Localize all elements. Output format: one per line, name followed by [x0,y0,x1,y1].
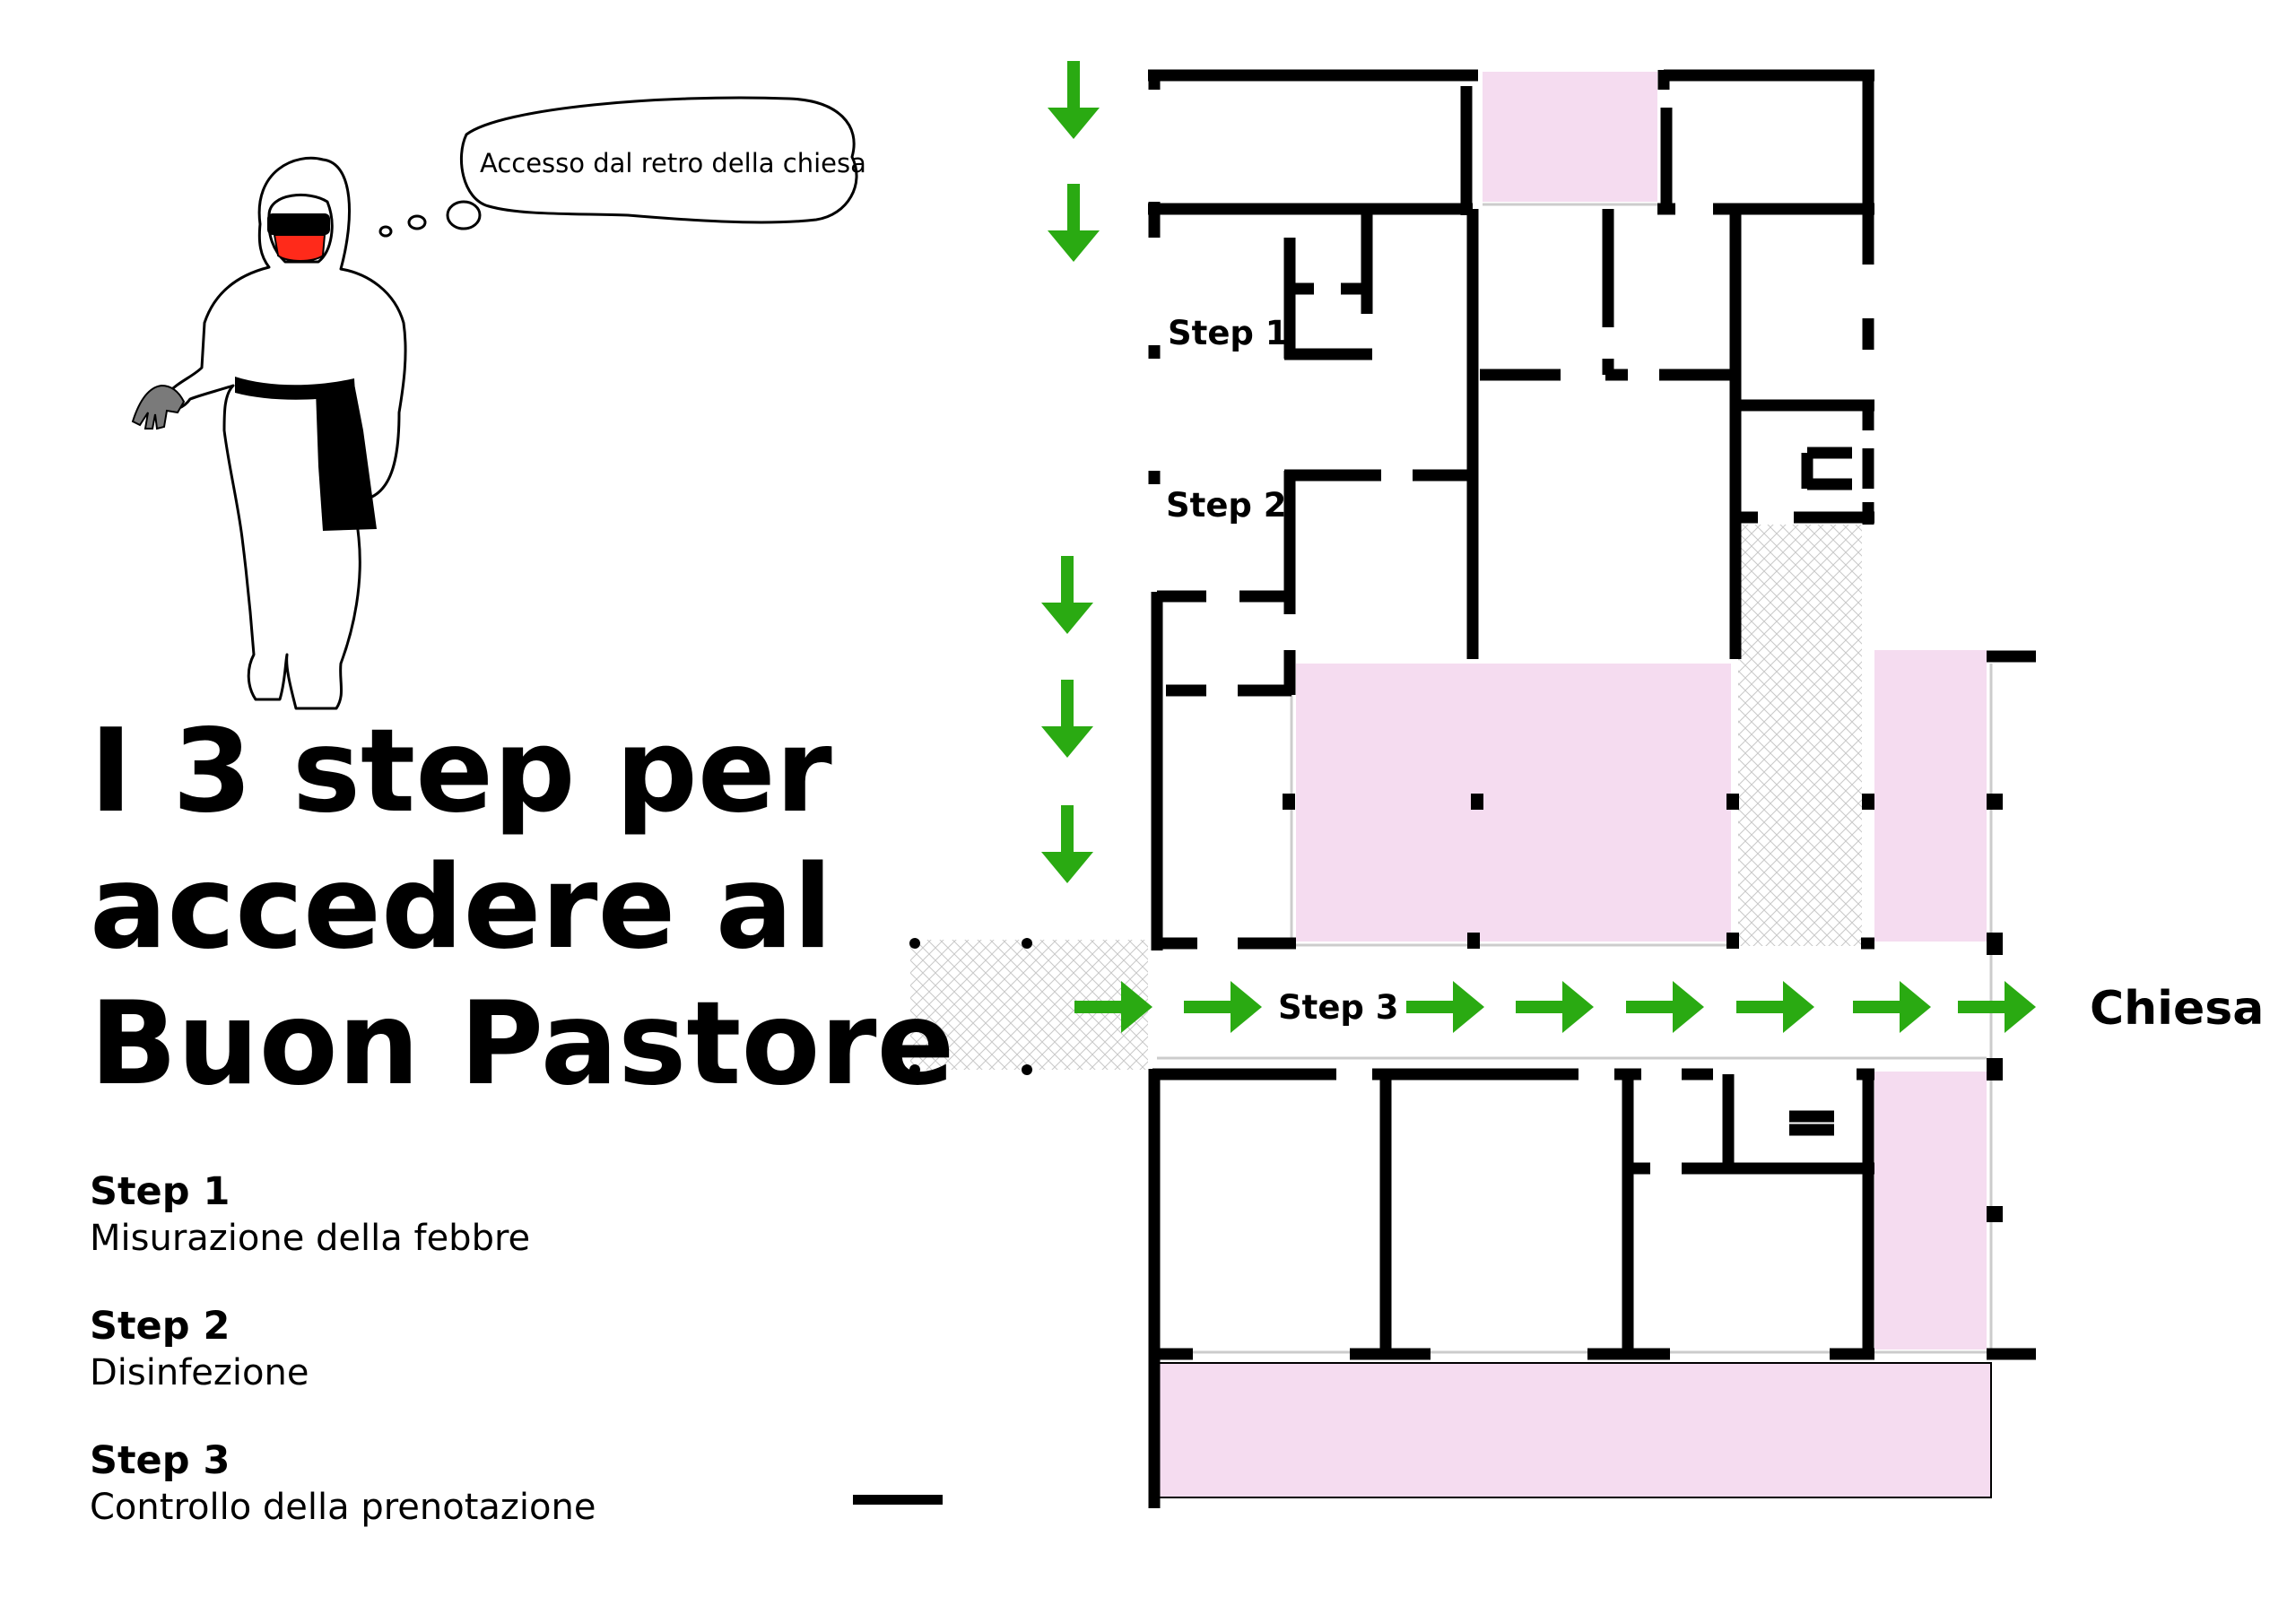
plan-label-step-2: Step 2 [1166,486,1287,525]
plan-label-step-1: Step 1 [1168,314,1289,352]
title-line-1: I 3 step per [90,705,832,838]
step-label: Step 3 [90,1438,230,1483]
steps-list: Step 1 Misurazione della febbre Step 2 D… [90,1168,807,1572]
step-item: Step 2 Disinfezione [90,1303,807,1437]
title-line-3: Buon Pastore [90,977,955,1111]
down-arrow-icon [1041,680,1093,758]
right-arrows [1074,981,2036,1033]
down-arrows [1041,61,1100,883]
plan-label-step-3: Step 3 [1278,988,1399,1027]
down-arrow-icon [1048,61,1100,139]
right-arrow-icon [1736,981,1814,1033]
step-item: Step 1 Misurazione della febbre [90,1168,807,1303]
step-item: Step 3 Controllo della prenotazione [90,1437,807,1572]
figure-details [131,213,377,531]
right-arrow-icon [1853,981,1931,1033]
right-arrow-icon [1184,981,1262,1033]
columns [909,794,2003,1222]
highlight-areas [1152,72,1991,1497]
down-arrow-icon [1041,805,1093,883]
thought-bubble-text: Accesso dal retro della chiesa [480,148,866,178]
poster-title: I 3 step per accedere al Buon Pastore [90,704,954,1113]
right-arrow-icon [1626,981,1704,1033]
title-line-2: accedere al [90,841,833,975]
right-arrow-icon [1516,981,1594,1033]
scale-bar [853,1495,943,1505]
step-description: Disinfezione [90,1352,309,1393]
step-label: Step 1 [90,1169,230,1214]
step-label: Step 2 [90,1304,230,1349]
thought-bubble [378,96,858,238]
down-arrow-icon [1041,556,1093,634]
right-arrow-icon [1074,981,1152,1033]
down-arrow-icon [1048,184,1100,262]
right-arrow-icon [1958,981,2036,1033]
step-description: Controllo della prenotazione [90,1487,596,1528]
walls [1148,69,2036,1508]
right-arrow-icon [1406,981,1484,1033]
destination-label: Chiesa [2090,982,2265,1036]
step-description: Misurazione della febbre [90,1218,531,1259]
